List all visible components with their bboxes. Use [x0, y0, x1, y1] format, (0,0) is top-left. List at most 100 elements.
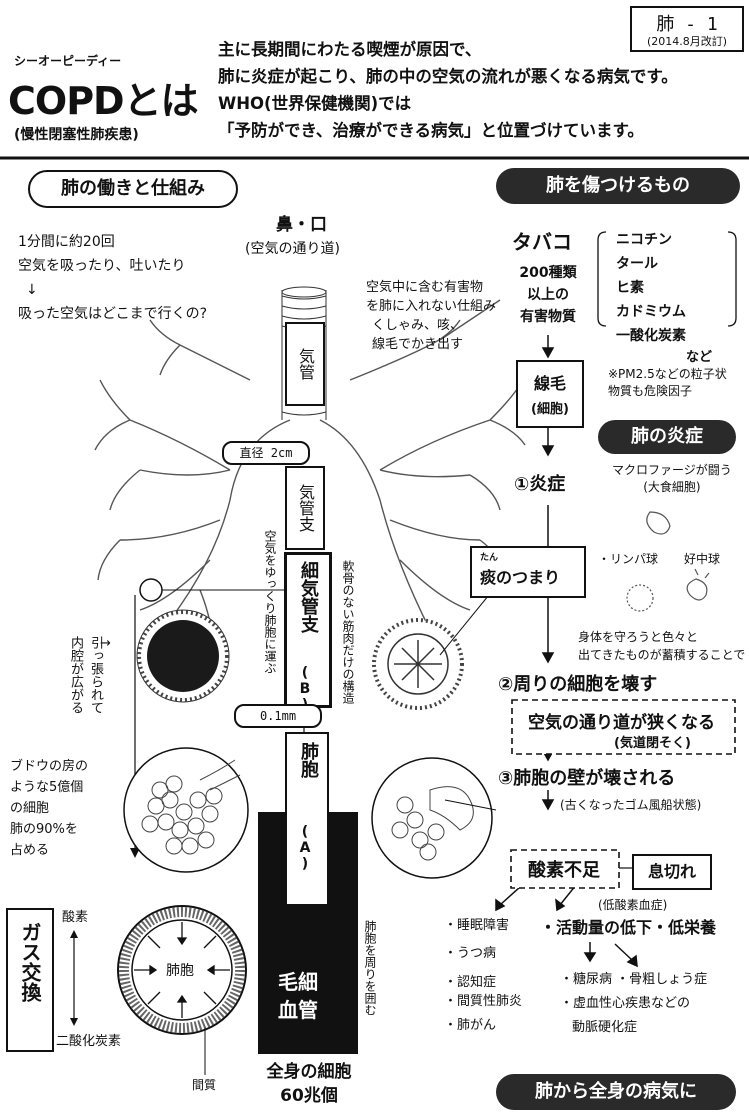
slow-air-text: 空気をゆっくり肺胞に運ぶ — [263, 530, 277, 674]
obstruction-label: (気道閉そく) — [614, 736, 691, 751]
complications-list: ・睡眠障害 ・うつ病 ・認知症 ・間質性肺炎 ・肺がん — [444, 912, 522, 1040]
step1-inflammation: ①炎症 — [514, 474, 566, 495]
balloon-note: (古くなったゴム風船状態) — [560, 798, 702, 812]
harmful-mechanism-text: 空気中に含む有害物 を肺に入れない仕組み くしゃみ、咳、 線毛でかき出す — [366, 278, 496, 354]
step2-destroy: ②周りの細胞を壊す — [498, 674, 658, 695]
trachea-drawing — [281, 286, 327, 420]
accum-line: 身体を守ろうと色々と — [578, 630, 699, 644]
tobacco-sub-line: 有害物質 — [520, 309, 576, 325]
neutrophil-label: 好中球 — [684, 552, 721, 566]
breath-line: 吸った空気はどこまで行くの? — [18, 306, 208, 322]
tobacco-sub-line: 以上の — [527, 287, 569, 303]
complication-item: ・睡眠障害 — [444, 918, 510, 933]
hypoxemia-label: (低酸素血症) — [598, 898, 668, 912]
mech-line: 空気中に含む有害物 — [366, 280, 484, 295]
phlegm-box: たん 痰のつまり — [470, 546, 586, 598]
gas-exchange-drawing — [70, 905, 247, 1075]
desc-line: 肺に炎症が起こり、肺の中の空気の流れが悪くなる病気です。 — [218, 67, 678, 86]
pm-line: 物質も危険因子 — [608, 384, 693, 398]
complication-item: ・うつ病 — [444, 946, 497, 961]
grape-line: ブドウの房の — [10, 759, 89, 774]
body-cells-label: 全身の細胞 60兆個 — [254, 1060, 364, 1108]
cilia-sub: (細胞) — [531, 402, 569, 417]
gas-alveolus-label: 肺胞 — [166, 963, 194, 979]
harmful-substances-list: ニコチン タール ヒ素 カドミウム 一酸化炭素 — [616, 228, 686, 348]
bronchiole-b-label: (B) — [297, 665, 313, 713]
lymphocyte-label: ・リンパ球 — [598, 552, 659, 566]
breathlessness-box: 息切れ — [632, 854, 712, 890]
section-title-inflammation: 肺の炎症 — [598, 420, 736, 454]
gas-exchange-label: ガス交換 — [18, 922, 42, 1002]
phlegm-ruby: たん — [480, 553, 499, 563]
grape-line: の細胞 — [10, 801, 50, 816]
bronchus-label: 気管支 — [285, 466, 325, 550]
doc-id: 肺 - 1 — [656, 14, 718, 35]
bronchiole-diameter: 0.1mm — [234, 704, 322, 728]
desc-line: WHO(世界保健機関)では — [218, 94, 412, 113]
etc-label: など — [686, 350, 713, 365]
lumen-text: 内腔が広がる — [68, 636, 83, 714]
narrow-airway-label: 空気の通り道が狭くなる — [528, 713, 715, 733]
hypoxia-box — [510, 849, 620, 889]
section-title-damage: 肺を傷つけるもの — [496, 168, 740, 204]
bronchiole-box: 細気管支 (B) — [284, 552, 332, 713]
tobacco-sub: 200種類 以上の 有害物質 — [510, 262, 586, 328]
muscle-structure-text: 軟骨のない筋肉だけの構造 — [341, 560, 355, 704]
alveolus-box: 肺胞 (A) — [285, 732, 329, 906]
macro-line: (大食細胞) — [643, 480, 701, 494]
body-cells-line: 60兆個 — [280, 1086, 338, 1106]
bronchial-tree-drawing — [94, 299, 526, 681]
inflamed-bronchiole-drawing — [372, 589, 494, 710]
complication-item: ・間質性肺炎 — [444, 994, 523, 1009]
complication-item: ・肺がん — [444, 1018, 497, 1033]
page-title: COPDとは — [8, 79, 199, 123]
breath-line: 1分間に約20回 — [18, 234, 115, 250]
page-subtitle: (慢性閉塞性肺疾患) — [14, 127, 139, 143]
mech-line: くしゃみ、咳、 — [372, 318, 464, 333]
capillary-line: 毛細 — [278, 970, 318, 994]
surround-text: 肺胞を周りを囲む — [363, 920, 377, 1016]
substance-item: 一酸化炭素 — [616, 328, 686, 344]
desc-line: 「予防ができ、治療ができる病気」と位置づけています。 — [218, 121, 644, 140]
macrophage-text: マクロファージが闘う (大食細胞) — [612, 462, 732, 496]
pulled-text: 引っ張られて — [88, 636, 103, 714]
diseases-list: ・糖尿病 ・骨粗しょう症 ・虚血性心疾患などの 動脈硬化症 — [560, 968, 707, 1040]
substance-item: タール — [616, 256, 658, 272]
grape-line: ような5億個 — [10, 780, 84, 795]
trachea-diameter: 直径 2cm — [222, 441, 310, 465]
interstitium-label: 間質 — [192, 1078, 217, 1092]
tobacco-sub-line: 200種類 — [519, 265, 577, 281]
disease-item: ・骨粗しょう症 — [616, 972, 708, 987]
alveolus-label: 肺胞 — [298, 742, 319, 778]
pulled-arrow: → — [100, 636, 111, 651]
trachea-label: 気管 — [285, 322, 325, 406]
grape-line: 占める — [10, 843, 50, 858]
breath-line: ↓ — [26, 282, 38, 298]
airway-label: (空気の通り道) — [245, 241, 340, 257]
nose-mouth-label: 鼻・口 — [276, 215, 327, 235]
breath-line: 空気を吸ったり、吐いたり — [18, 258, 186, 274]
mech-line: 線毛でかき出す — [372, 337, 464, 352]
step3-alveolar-wall: ③肺胞の壁が壊される — [498, 768, 676, 789]
gas-exchange-box: ガス交換 — [6, 908, 54, 1052]
capillary-label: 毛細 血管 — [278, 968, 318, 1024]
disease-row: ・糖尿病 ・骨粗しょう症 — [560, 968, 707, 992]
narrow-airway-box — [511, 699, 736, 755]
macro-line: マクロファージが闘う — [612, 463, 732, 477]
open-bronchiole-drawing — [136, 609, 230, 703]
body-cells-line: 全身の細胞 — [266, 1062, 352, 1082]
accum-line: 出てきたものが蓄積することで — [578, 648, 746, 662]
capillary-line: 血管 — [278, 998, 318, 1022]
header-description: 主に長期間にわたる喫煙が原因で、 肺に炎症が起こり、肺の中の空気の流れが悪くなる… — [218, 36, 678, 144]
alveoli-cluster-drawing — [123, 747, 249, 873]
activity-decline: ・活動量の低下・低栄養 — [540, 918, 717, 937]
substance-item: ヒ素 — [616, 280, 644, 296]
cilia-box: 線毛 (細胞) — [516, 360, 584, 428]
substance-item: ニコチン — [616, 232, 672, 248]
tobacco-label: タバコ — [512, 230, 572, 254]
co2-label: 二酸化炭素 — [56, 1034, 122, 1049]
destroyed-alveoli-drawing — [371, 757, 497, 879]
bronchiole-label: 細気管支 — [298, 561, 319, 633]
complication-item: ・認知症 — [444, 975, 497, 990]
